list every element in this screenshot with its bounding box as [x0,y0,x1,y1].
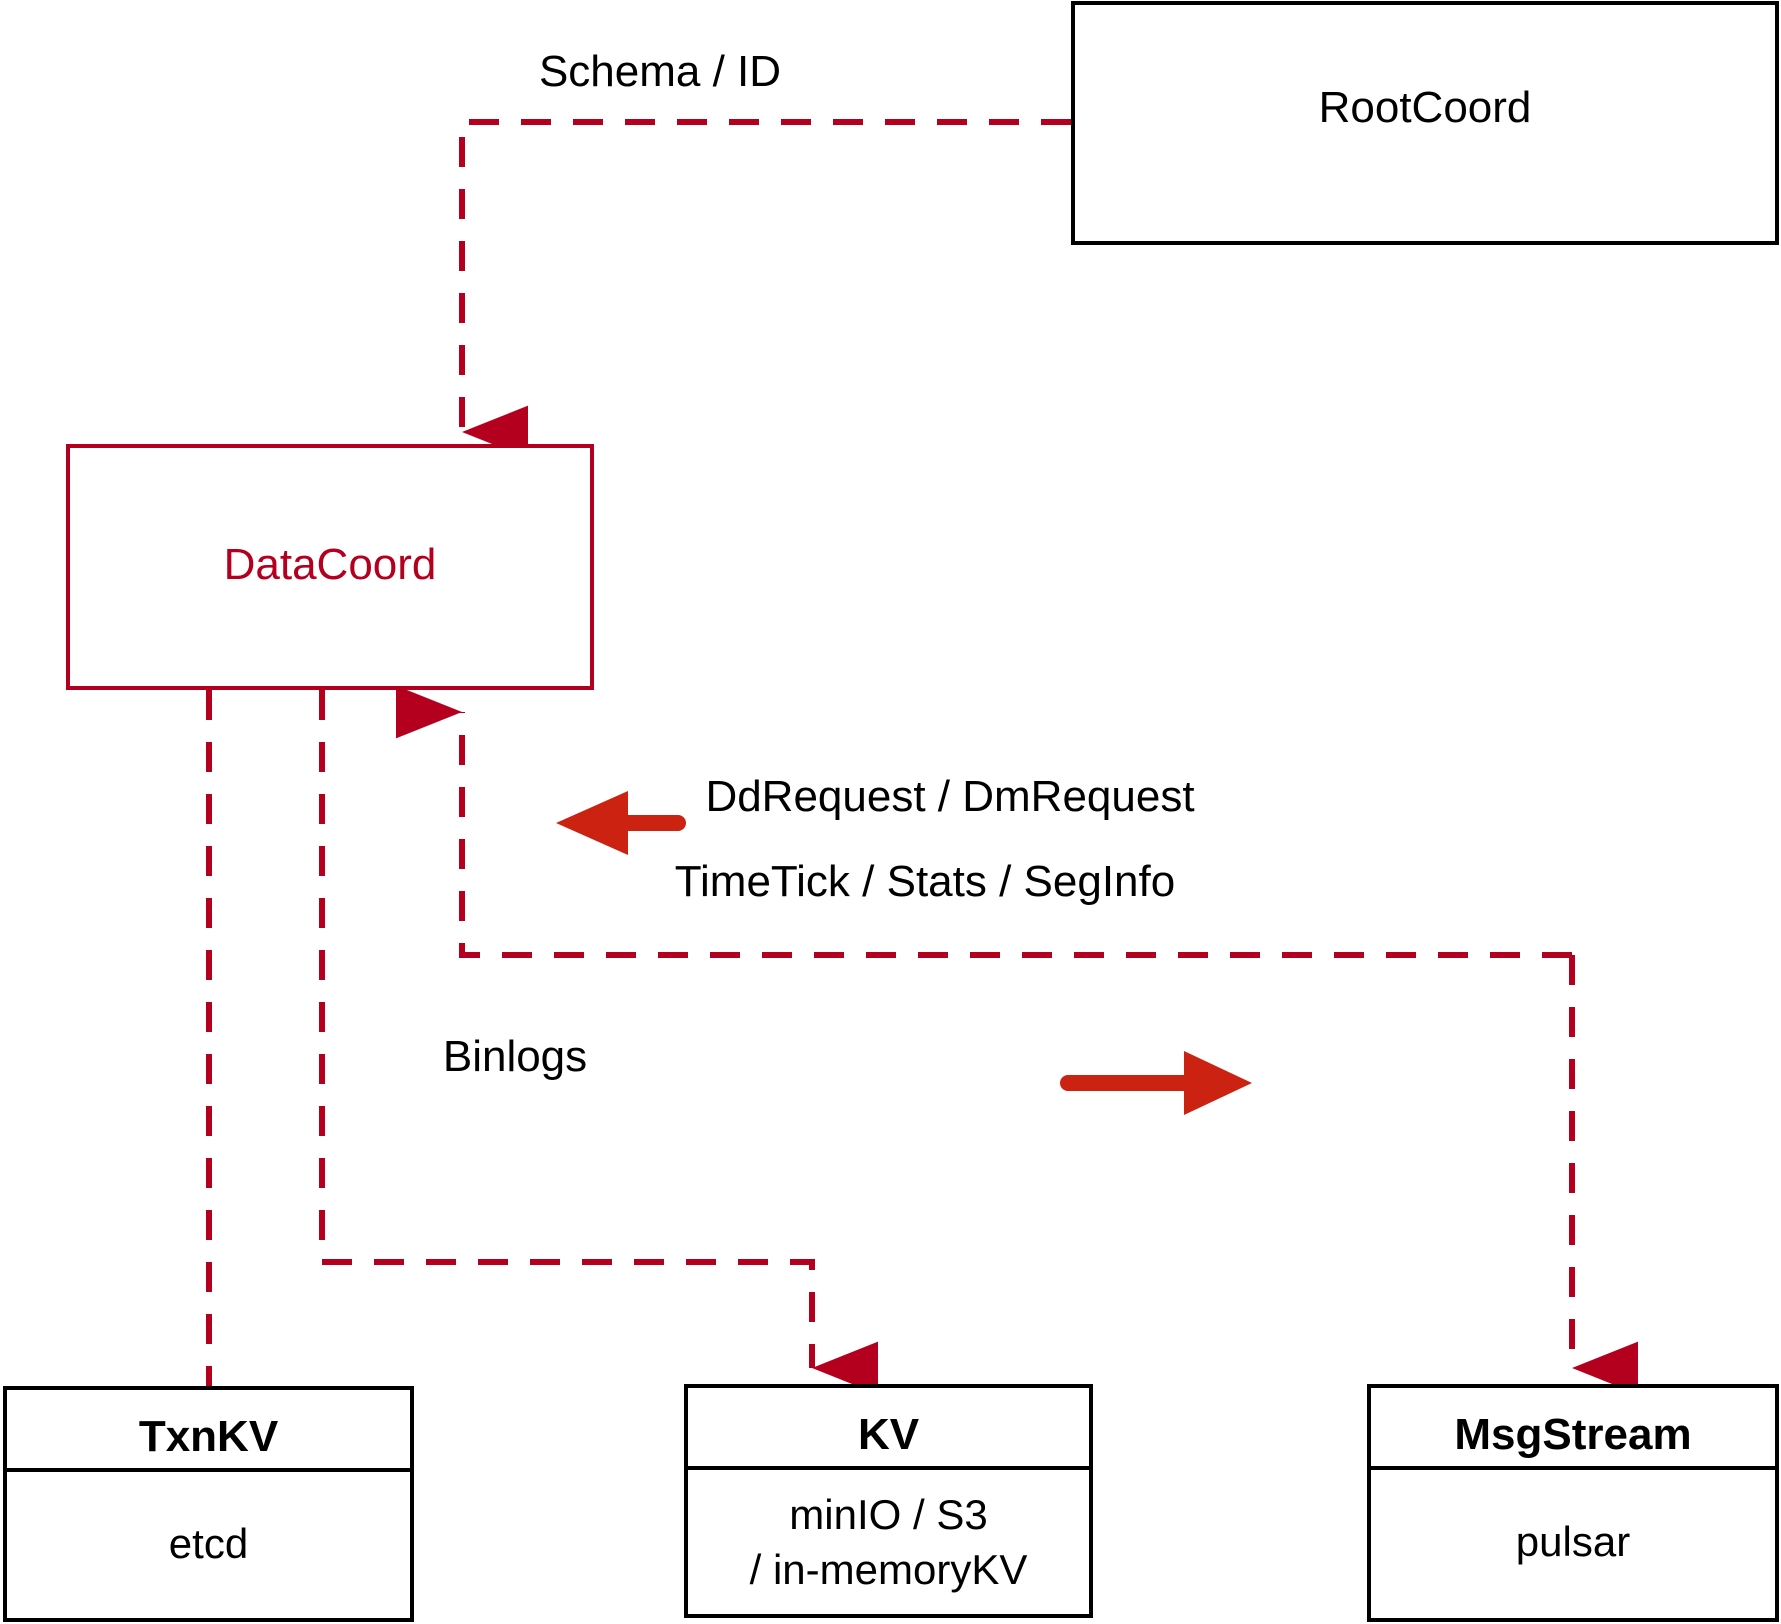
direction-arrow-right [1060,1051,1252,1115]
edge-ddrequest-timetick [396,685,1572,958]
edge-label-binlogs: Binlogs [442,1032,588,1081]
direction-arrow-left [556,791,686,855]
node-rootcoord[interactable]: RootCoord [1071,1,1779,245]
edge-schema-id [459,119,1071,459]
node-rootcoord-label: RootCoord [1318,83,1532,132]
node-msgstream-title: MsgStream [1454,1410,1692,1459]
node-kv-title: KV [857,1410,920,1459]
node-datacoord-label: DataCoord [223,540,437,589]
node-msgstream-divider [1371,1466,1775,1470]
node-kv-sub-line2: / in-memoryKV [749,1546,1028,1593]
node-kv[interactable]: KV minIO / S3 / in-memoryKV [684,1384,1093,1618]
node-txnkv[interactable]: TxnKV etcd [3,1386,414,1622]
node-txnkv-sub-line1: etcd [168,1520,249,1567]
node-datacoord[interactable]: DataCoord [66,444,594,690]
edge-label-timetick-stats-seginfo: TimeTick / Stats / SegInfo [674,857,1176,906]
node-kv-divider [688,1466,1089,1470]
edge-label-schema-id: Schema / ID [538,47,782,96]
edge-label-ddrequest-dmrequest: DdRequest / DmRequest [705,772,1195,821]
node-kv-sub-line1: minIO / S3 [789,1491,988,1538]
node-txnkv-title: TxnKV [138,1412,279,1461]
node-txnkv-divider [7,1468,410,1472]
edge-binlogs [319,690,878,1395]
node-msgstream-sub-line1: pulsar [1515,1518,1631,1565]
node-msgstream[interactable]: MsgStream pulsar [1367,1384,1779,1622]
